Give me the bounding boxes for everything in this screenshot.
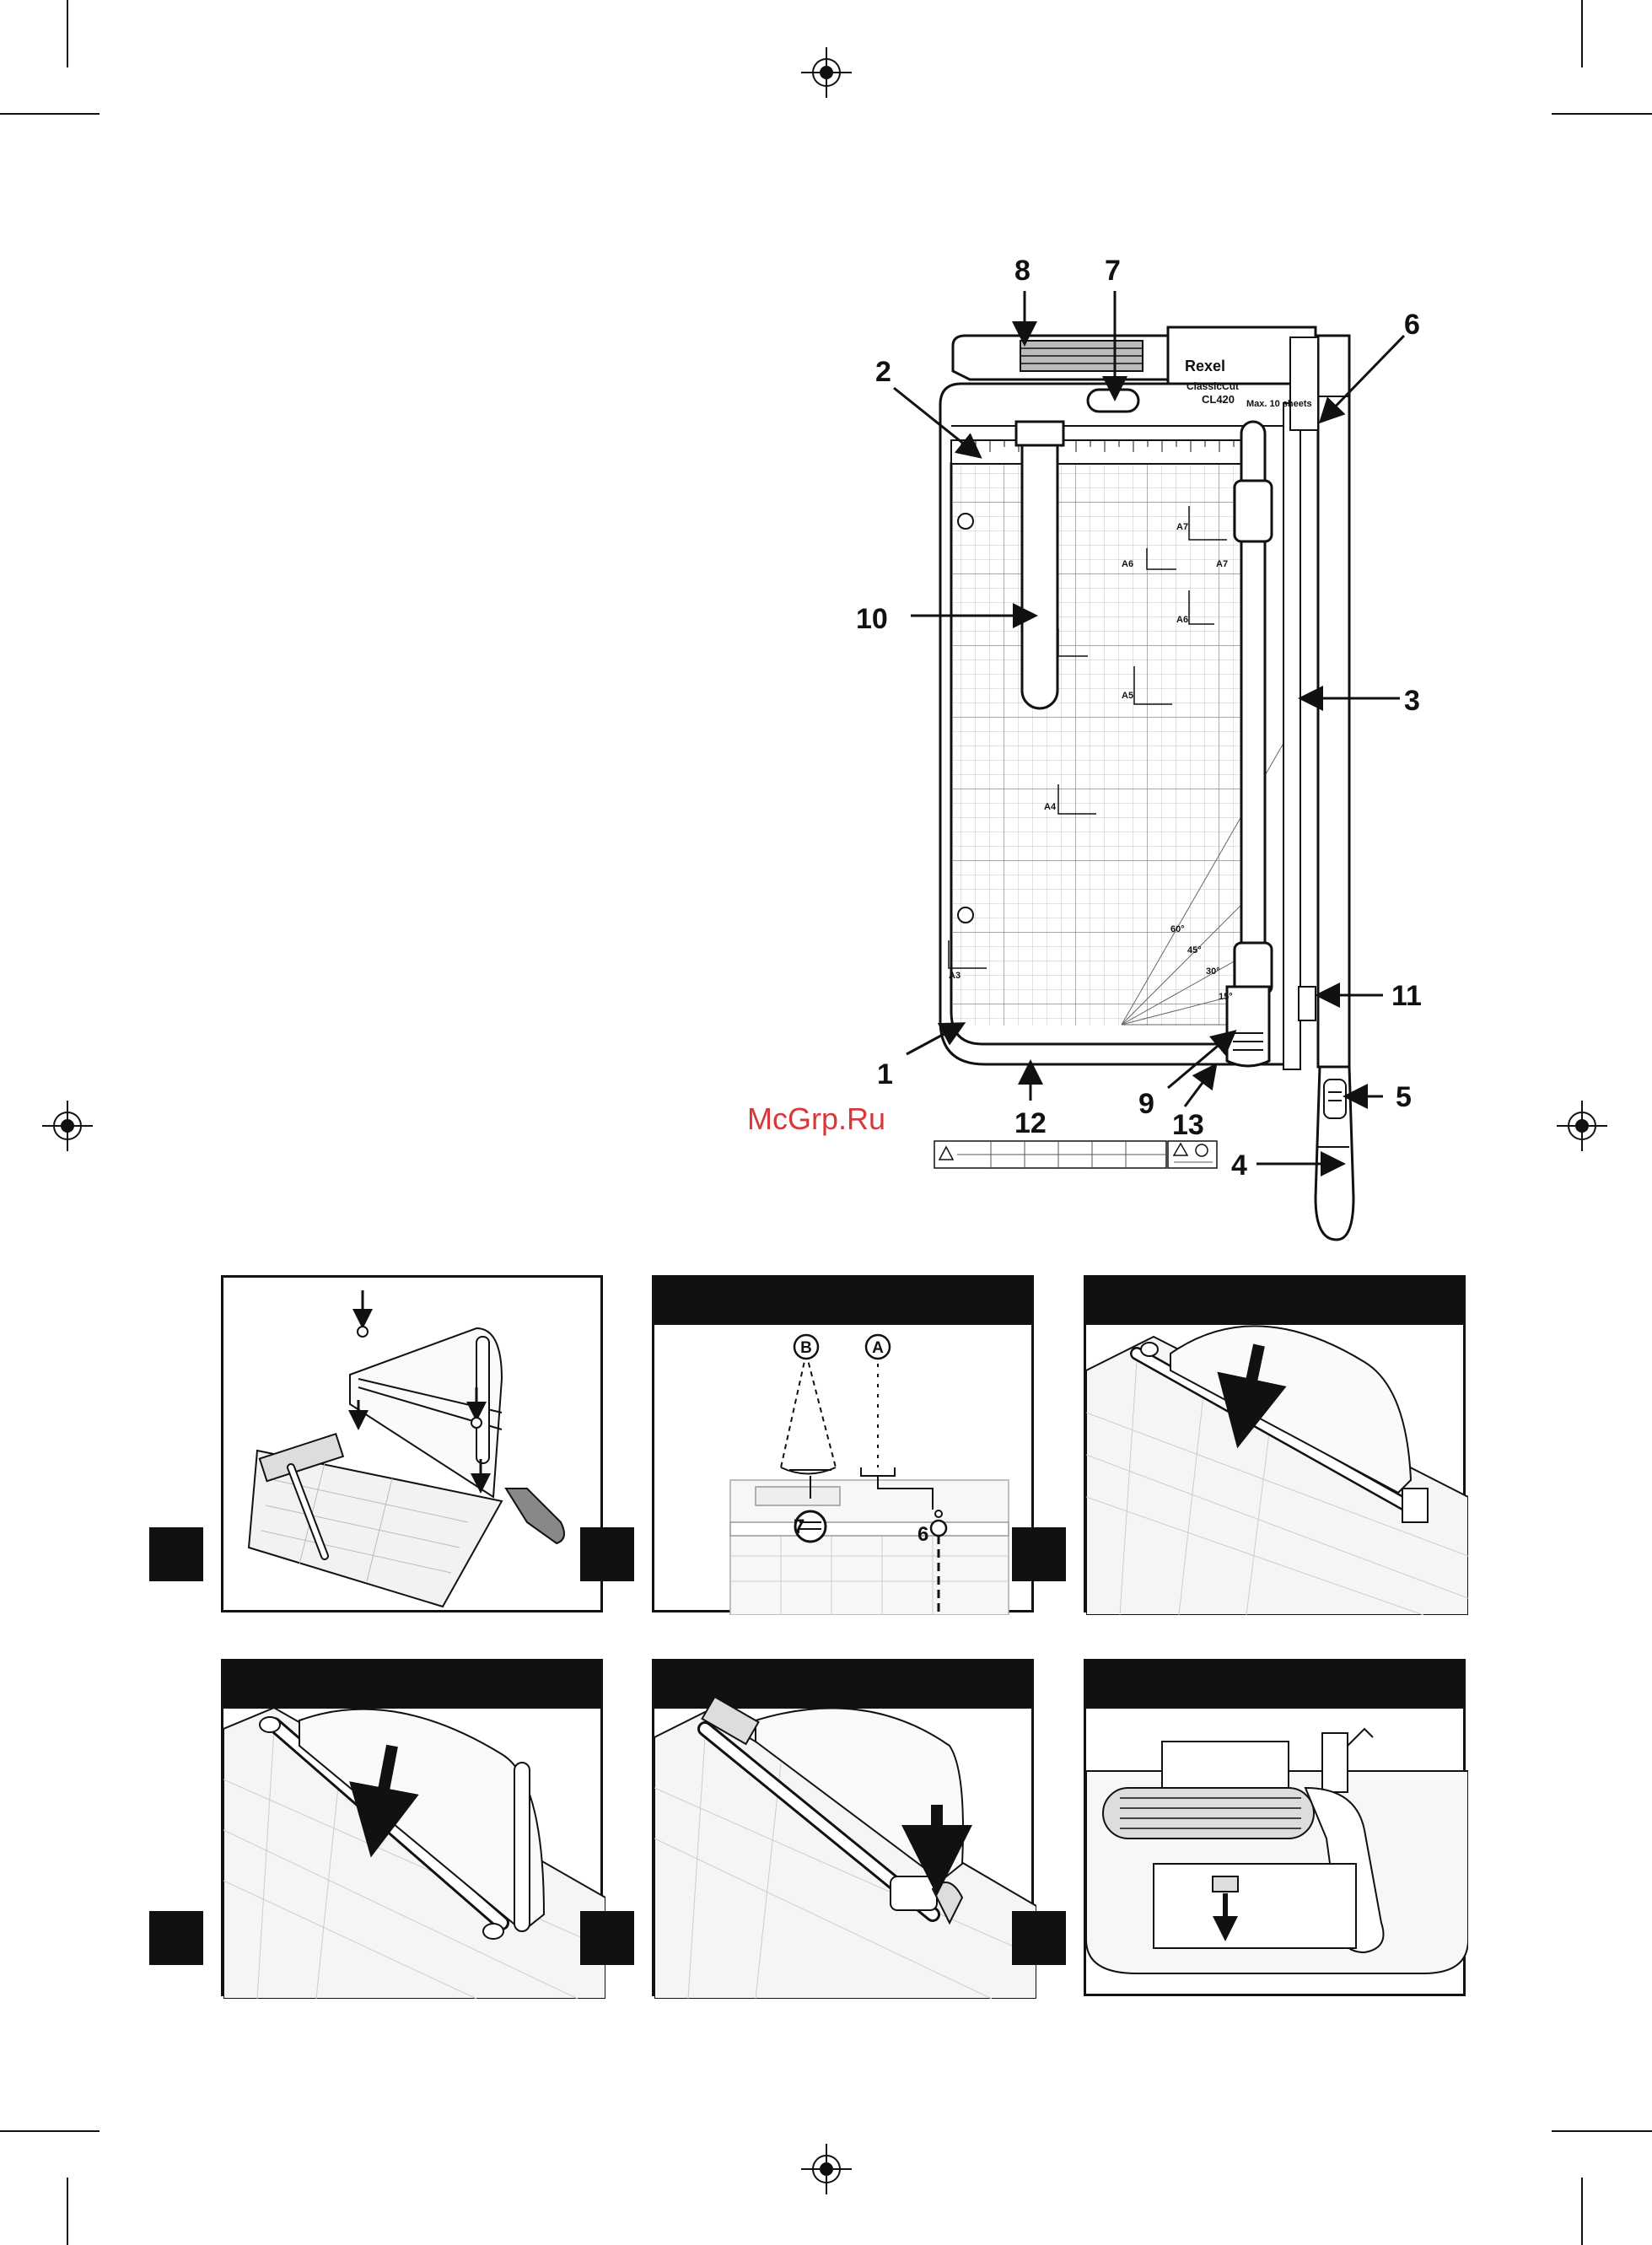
angle-30: 30° (1206, 966, 1220, 977)
step-panel-2: B A 7 6 (652, 1275, 1034, 1612)
step-panel-3 (1084, 1275, 1466, 1612)
inset-label-b: B (800, 1339, 812, 1357)
safety-label-small (1168, 1141, 1217, 1168)
registration-mark-left (42, 1101, 93, 1151)
paper-mark-a7-1: A7 (1176, 522, 1188, 532)
callout-6: 6 (1404, 309, 1420, 341)
max-sheets-label: Max. 10 sheets (1246, 399, 1312, 409)
cutting-illustration (1086, 1278, 1468, 1615)
clamp-illustration (223, 1661, 605, 1999)
callout-2: 2 (875, 356, 891, 388)
callout-13: 13 (1172, 1109, 1204, 1141)
callout-8: 8 (1014, 255, 1030, 287)
step-number-badge-4 (149, 1911, 203, 1965)
inset-number-6: 6 (917, 1523, 928, 1546)
callout-1: 1 (877, 1058, 893, 1090)
callout-4: 4 (1231, 1149, 1247, 1182)
paper-mark-a6-2: A6 (1176, 615, 1188, 625)
step-panel-5 (652, 1659, 1034, 1996)
model-line2: CL420 (1202, 393, 1235, 406)
paper-mark-a6-1: A6 (1122, 559, 1133, 569)
watermark: McGrp.Ru (747, 1101, 885, 1137)
registration-mark-top (801, 47, 852, 98)
step-panel-1 (221, 1275, 603, 1612)
paper-mark-a4: A4 (1044, 802, 1057, 812)
step-panel-4 (221, 1659, 603, 1996)
angle-45: 45° (1187, 945, 1202, 956)
paper-mark-a5: A5 (1122, 691, 1133, 701)
model-line1: ClassicCut (1187, 380, 1239, 392)
callout-12: 12 (1014, 1107, 1047, 1139)
main-diagram: Rexel ClassicCut CL420 Max. 10 sheets A3… (0, 0, 1652, 1282)
callout-3: 3 (1404, 685, 1420, 717)
step-number-badge-2 (580, 1527, 634, 1581)
paper-mark-a7-2: A7 (1216, 559, 1228, 569)
blade-illustration (654, 1661, 1036, 1999)
step-number-badge-3 (1012, 1527, 1066, 1581)
brand-logo: Rexel (1185, 358, 1225, 374)
callout-9: 9 (1138, 1088, 1154, 1120)
inset-label-a: A (872, 1339, 884, 1357)
step-number-badge-6 (1012, 1911, 1066, 1965)
adjustment-inset: B A 7 6 (654, 1278, 1036, 1615)
registration-mark-right (1557, 1101, 1607, 1151)
waste-tray-illustration (1086, 1661, 1468, 1999)
step-panel-6 (1084, 1659, 1466, 1996)
callout-11: 11 (1391, 980, 1422, 1012)
step-number-badge-1 (149, 1527, 203, 1581)
angle-60: 60° (1170, 924, 1185, 934)
callout-7: 7 (1105, 255, 1121, 287)
step-number-badge-5 (580, 1911, 634, 1965)
angle-15: 15° (1219, 992, 1233, 1002)
paper-mark-a3: A3 (949, 971, 961, 981)
callout-5: 5 (1396, 1081, 1412, 1113)
callout-10: 10 (856, 603, 888, 635)
inset-number-7: 7 (794, 1516, 804, 1538)
safety-label-strip (934, 1141, 1166, 1168)
assembly-illustration (223, 1278, 605, 1615)
